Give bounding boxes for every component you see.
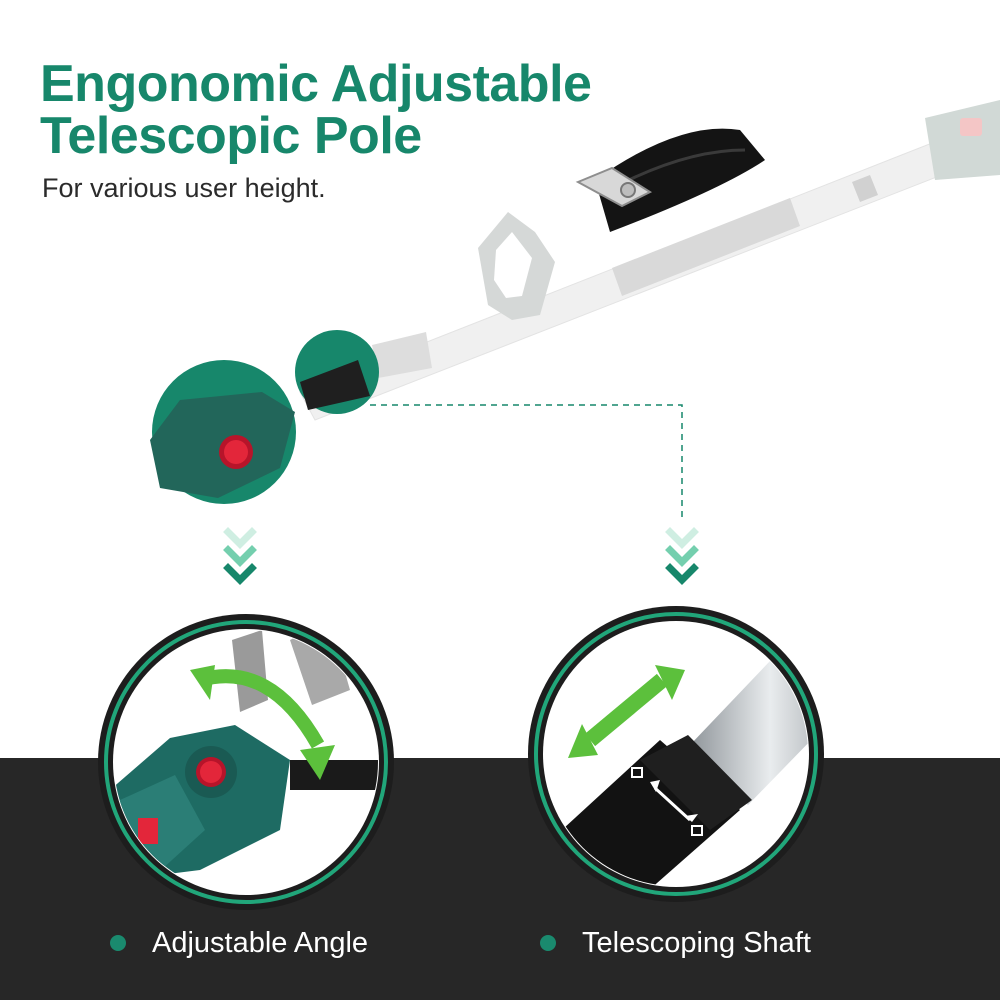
chevron-down-icon bbox=[223, 527, 257, 585]
bullet-dot-icon bbox=[540, 935, 556, 951]
telescopic-pole bbox=[299, 100, 1000, 421]
bullet-dot-icon bbox=[110, 935, 126, 951]
title-line-1: Engonomic Adjustable bbox=[40, 55, 592, 113]
feature-label: Adjustable Angle bbox=[152, 926, 369, 959]
feature-label: Telescoping Shaft bbox=[582, 926, 811, 959]
angle-adjust-lens bbox=[98, 614, 394, 910]
page-subtitle: For various user height. bbox=[42, 173, 326, 203]
handle-grip bbox=[478, 212, 555, 320]
motor-head-detail bbox=[150, 360, 296, 504]
feature-adjustable-angle: Adjustable Angle bbox=[110, 926, 369, 959]
shoulder-strap bbox=[575, 128, 765, 232]
title-line-2: Telescopic Pole bbox=[40, 107, 422, 165]
connector-line bbox=[370, 404, 683, 522]
shaft-lock-detail bbox=[295, 330, 379, 414]
feature-telescoping-shaft: Telescoping Shaft bbox=[540, 926, 811, 959]
shaft-adjust-lens bbox=[528, 606, 824, 902]
page-title: Engonomic Adjustable Telescopic Pole bbox=[40, 55, 592, 165]
chevron-down-icon bbox=[665, 527, 699, 585]
